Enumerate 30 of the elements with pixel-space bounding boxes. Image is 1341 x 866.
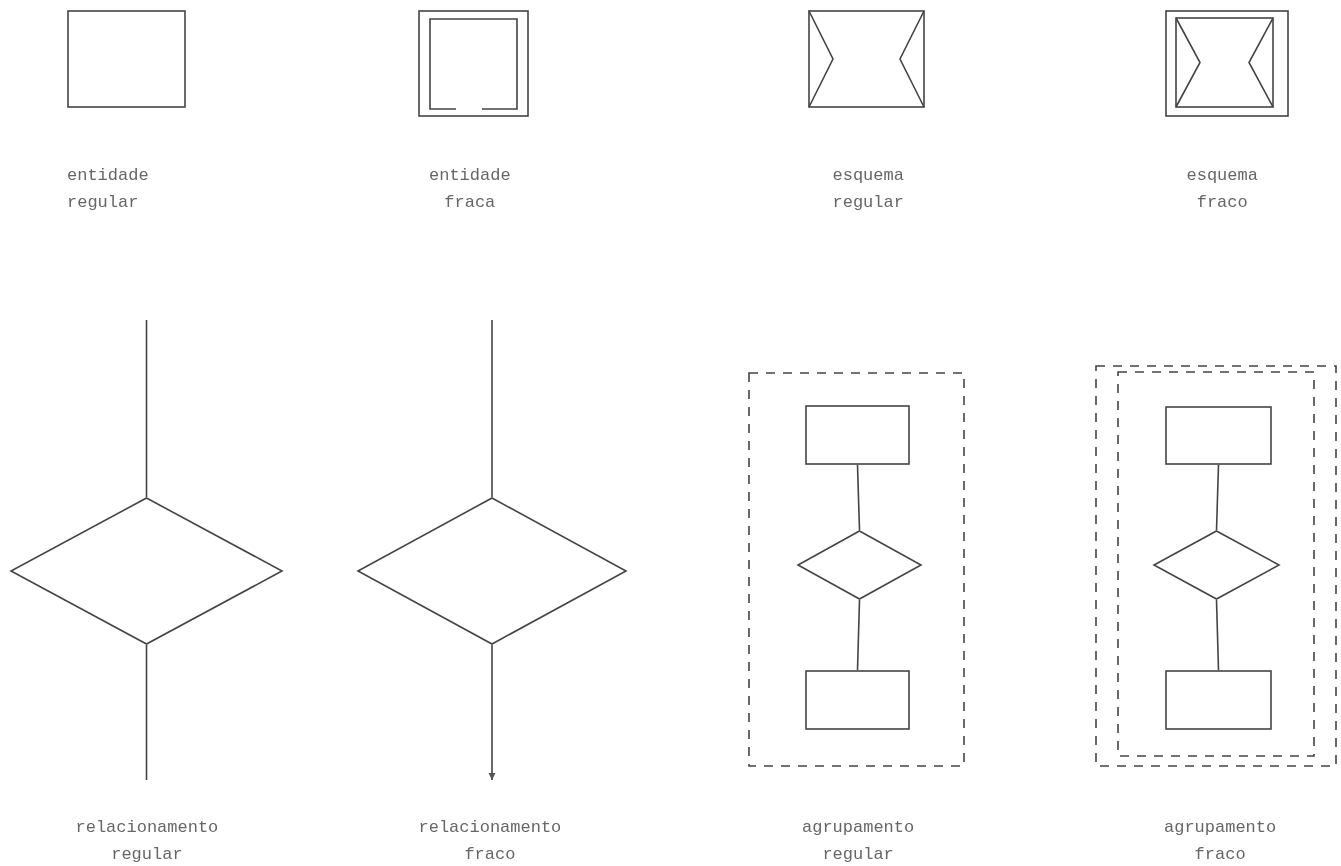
relationship-diamond	[1153, 530, 1280, 600]
connector-line	[1215, 464, 1220, 531]
entity-box	[1165, 406, 1272, 465]
arrow	[488, 644, 496, 781]
relationship-diamond	[797, 530, 922, 600]
relationship-diamond	[10, 497, 283, 645]
connector-line	[491, 319, 493, 498]
weak-relationship-diamond	[357, 497, 627, 645]
symbol-caption: esquema regular	[832, 165, 904, 214]
symbol-caption: entidade fraca	[429, 165, 511, 214]
weak-grouping-frame	[1095, 365, 1337, 767]
symbol-caption: entidade regular	[67, 165, 149, 214]
symbol-caption: agrupamento regular	[802, 817, 915, 866]
entity-box	[1165, 670, 1272, 730]
schema-symbol	[808, 10, 925, 108]
connector-line	[1215, 599, 1220, 671]
connector-line	[145, 319, 148, 498]
entity-box	[805, 405, 910, 465]
symbol-caption: relacionamento fraco	[418, 817, 562, 866]
connector-line	[856, 599, 861, 671]
connector-line	[856, 464, 861, 531]
symbol-caption: esquema fraco	[1186, 165, 1258, 214]
connector-line	[145, 644, 148, 781]
entity-box	[67, 10, 186, 108]
grouping-frame	[748, 372, 965, 767]
symbol-caption: agrupamento fraco	[1164, 817, 1277, 866]
entity-box	[805, 670, 910, 730]
weak-entity-box	[418, 10, 529, 117]
symbol-caption: relacionamento regular	[75, 817, 219, 866]
weak-schema-symbol	[1165, 10, 1289, 117]
